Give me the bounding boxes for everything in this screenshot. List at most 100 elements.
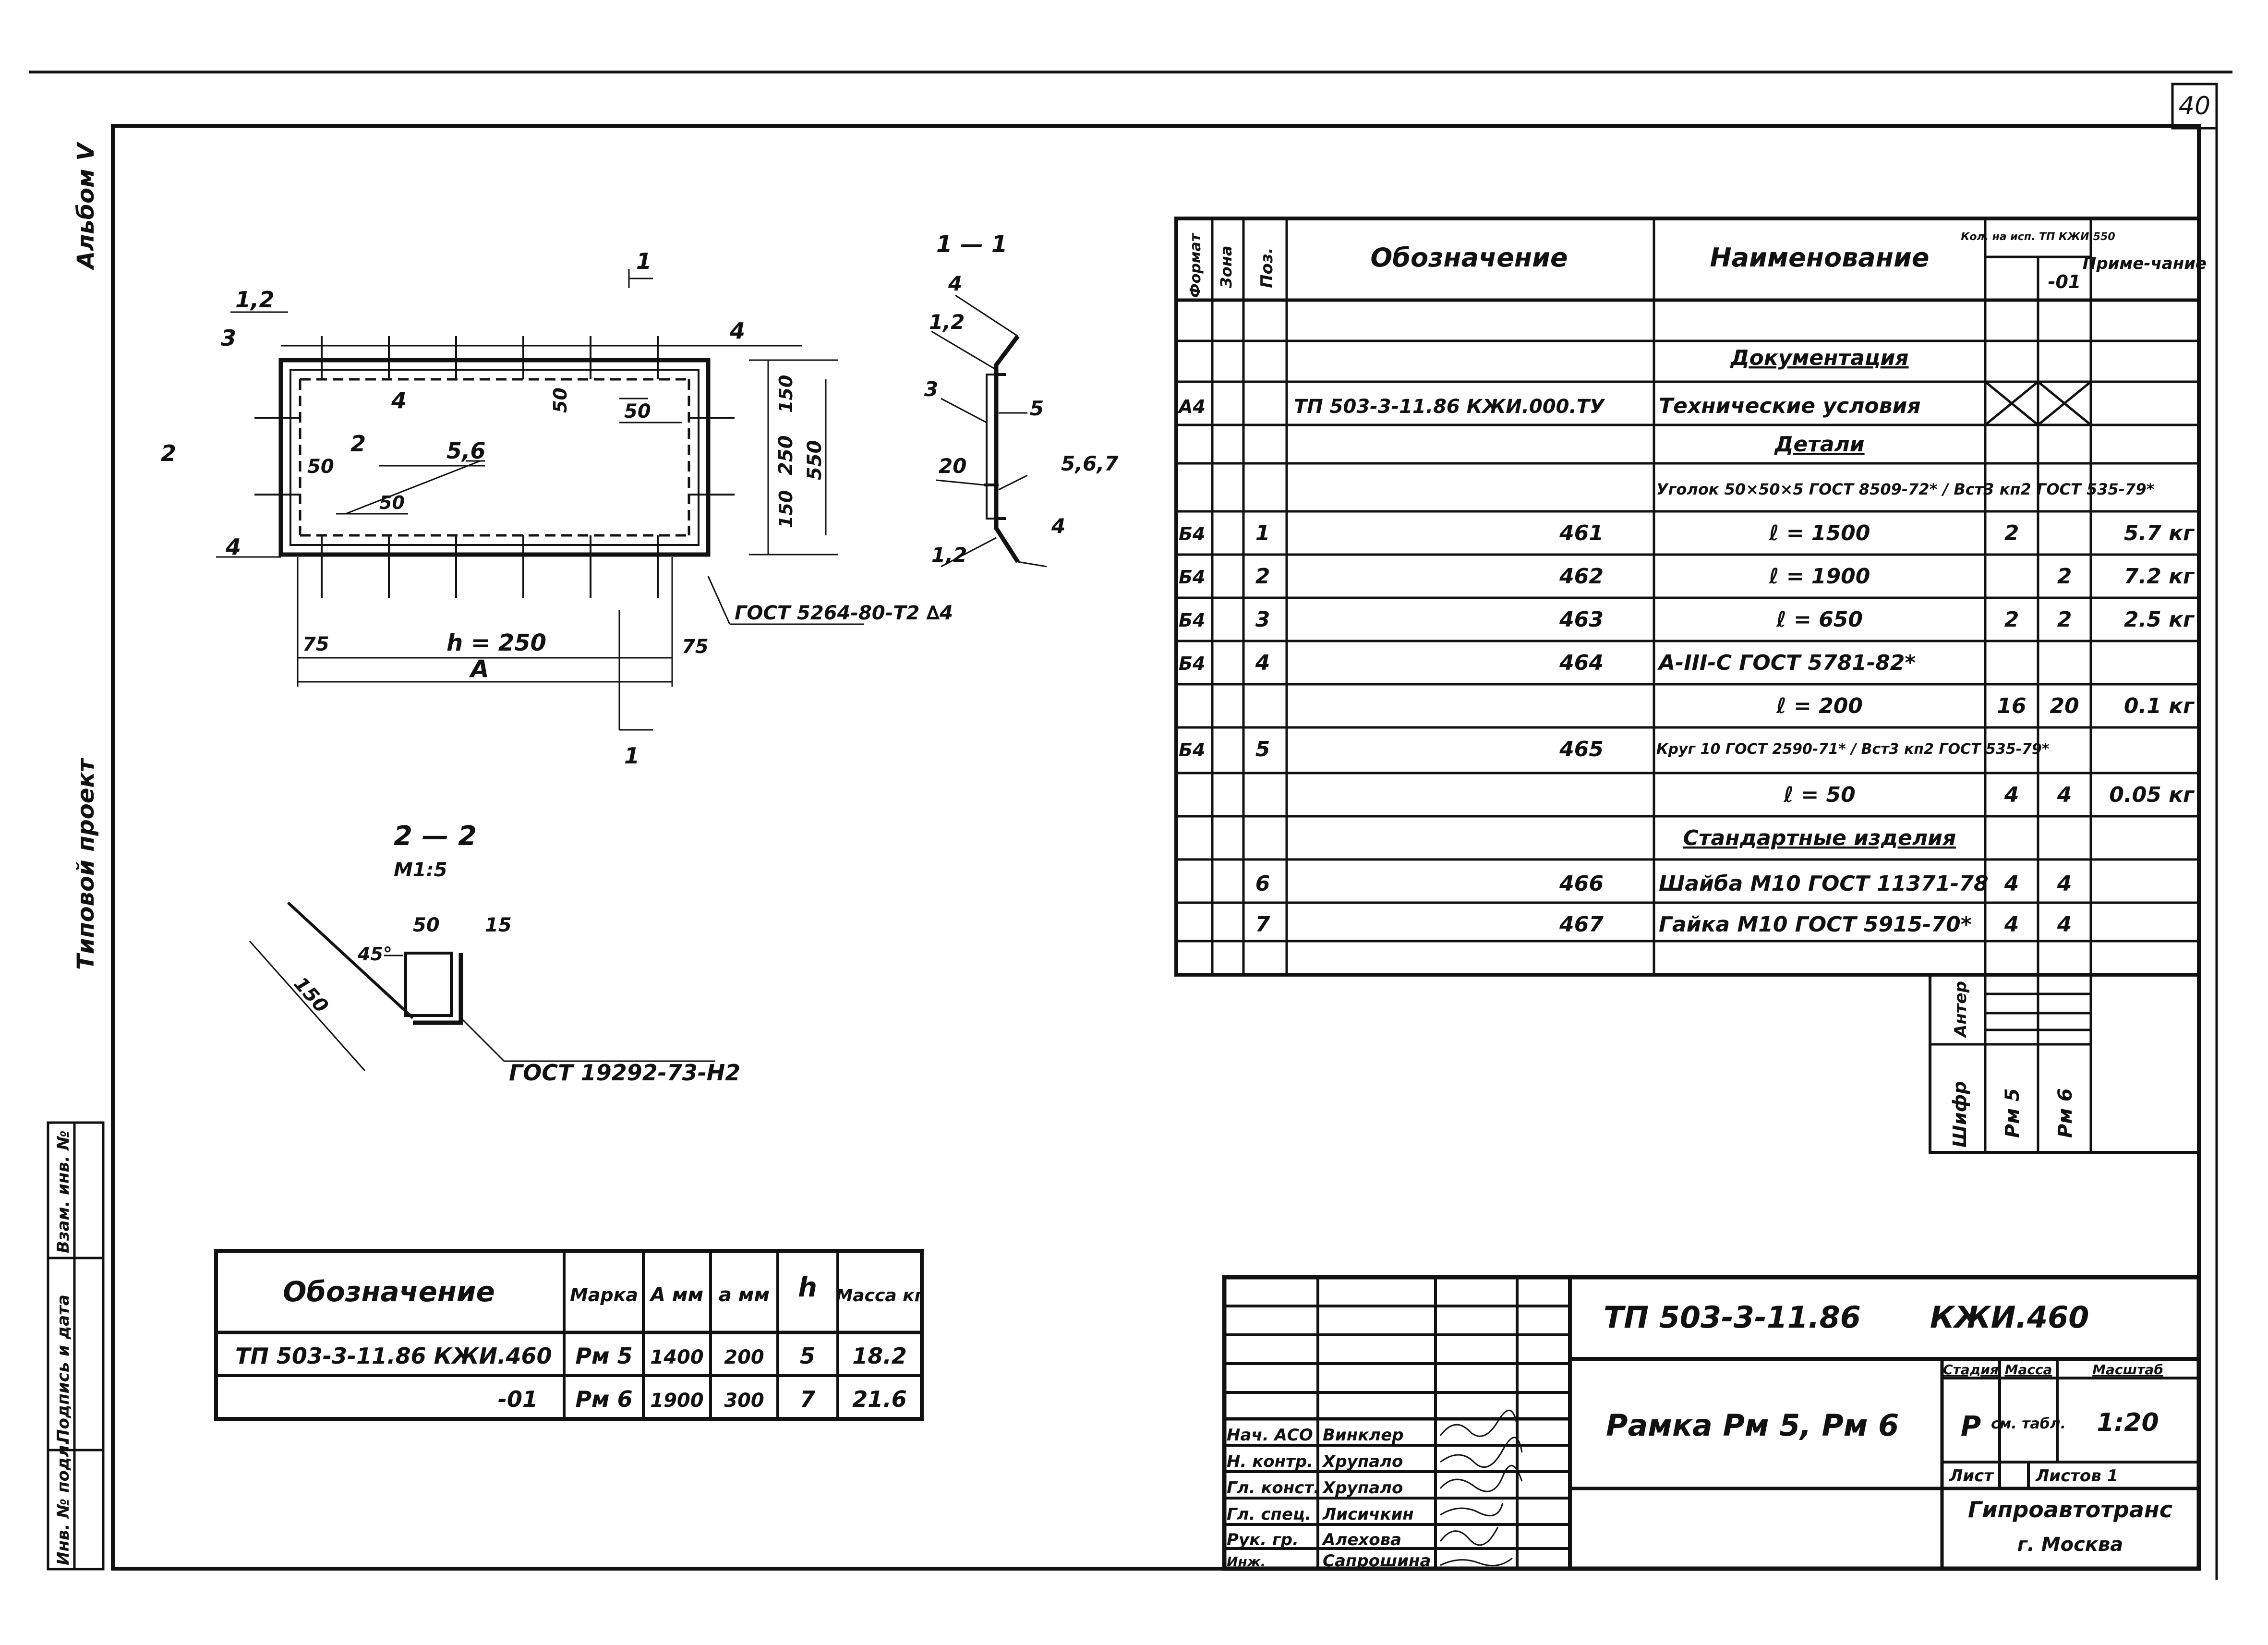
variants-row-A: 1900 (650, 1390, 703, 1412)
dim-150-top: 150 (775, 375, 796, 413)
label-pos-4-inner: 4 (391, 387, 407, 413)
label-pos-4-top: 4 (729, 318, 745, 344)
spec-row-name: Гайка М10 ГОСТ 5915-70* (1659, 912, 1972, 937)
main-view (216, 269, 864, 731)
tb-mass: см. табл. (1991, 1415, 2066, 1432)
tb-sheets: Листов 1 (2035, 1466, 2118, 1486)
variants-row-a: 300 (724, 1390, 764, 1412)
variants-table (214, 1249, 924, 1421)
spec-row-note: 0.05 кг (2109, 783, 2195, 807)
spec-row-name: А-III-С ГОСТ 5781-82* (1657, 651, 1916, 675)
variants-row-designation: ТП 503-3-11.86 КЖИ.460 (235, 1343, 552, 1369)
vzam-label: Взам. инв. № (54, 1130, 73, 1253)
tb-role: Инж. (1227, 1554, 1266, 1570)
tb-project-code: ТП 503-3-11.86 (1604, 1300, 1861, 1335)
spec-row-designation: 465 (1559, 737, 1604, 762)
dim-50-right: 50 (624, 400, 651, 423)
spec-header-qty-01: -01 (2048, 271, 2081, 292)
label-pos-5-6: 5,6 (446, 438, 486, 464)
variants-row-h: 7 (800, 1386, 815, 1412)
s11-label-1-2-bottom: 1,2 (931, 543, 967, 567)
weld-spec: ГОСТ 5264-80-Т2 ∆4 (735, 602, 953, 624)
tb-role: Н. контр. (1227, 1452, 1313, 1471)
spec-header-qty: Кол. на исп. ТП КЖИ.550 (1961, 231, 2115, 243)
tb-role: Нач. АСО (1227, 1426, 1313, 1445)
inv-label: Инв. № подл. (54, 1439, 73, 1565)
s11-label-20: 20 (939, 454, 966, 478)
spec-footer-shifr: Шифр (1949, 1081, 1970, 1148)
left-stamp (47, 1121, 105, 1571)
spec-row-q1: 4 (2004, 912, 2019, 937)
spec-row-q1: 2 (2004, 521, 2019, 545)
spec-row-q2: 4 (2057, 871, 2072, 896)
spec-row-format: Б4 (1179, 567, 1205, 588)
spec-row-q2: 4 (2057, 783, 2072, 807)
spec-row-note: 5.7 кг (2124, 521, 2195, 545)
spec-row-note: 7.2 кг (2124, 564, 2195, 589)
s11-label-4-bottom: 4 (1051, 514, 1065, 538)
spec-row-pos: 4 (1255, 651, 1270, 675)
section-mark-2-left: 2 (161, 440, 176, 466)
spec-footer-pm5: Рм 5 (2002, 1088, 2024, 1138)
tb-city: г. Москва (2017, 1534, 2123, 1556)
spec-row-pos: 6 (1255, 871, 1270, 896)
s22-dim-15: 15 (485, 914, 512, 936)
spec-row-note: 2.5 кг (2124, 607, 2195, 632)
section-2-2-scale: М1:5 (394, 859, 447, 881)
spec-row-name: Технические условия (1659, 394, 1921, 418)
tb-scale: 1:20 (2097, 1408, 2159, 1437)
dim-50-top: 50 (550, 387, 571, 413)
section-2-2-title: 2 — 2 (394, 821, 477, 852)
spec-row-q1: 2 (2004, 607, 2019, 632)
spec-row-q1: 16 (1997, 694, 2026, 718)
variants-row-a: 200 (724, 1346, 764, 1368)
spec-row-name: ℓ = 1500 (1769, 521, 1870, 545)
album-label: Альбом V (72, 141, 99, 271)
tb-person: Хрупало (1322, 1452, 1403, 1471)
spec-footer-pm6: Рм 6 (2054, 1088, 2076, 1138)
section-mark-1-bottom: 1 (624, 743, 639, 769)
variants-row-mark: Рм 5 (575, 1343, 632, 1369)
s22-dim-150: 150 (290, 973, 333, 1017)
dim-50-bottom: 50 (379, 492, 405, 513)
spec-row-designation: 464 (1559, 651, 1604, 675)
variants-row-mark: Рм 6 (575, 1386, 632, 1412)
spec-header-pos: Поз. (1257, 248, 1277, 289)
label-pos-3: 3 (221, 325, 236, 351)
project-type-label: Типовой проект (72, 757, 99, 970)
spec-row-format: Б4 (1179, 653, 1205, 674)
sheet-number-box (2171, 83, 2218, 130)
dim-75-left: 75 (302, 633, 329, 655)
tb-sheet: Лист (1949, 1466, 1994, 1486)
dim-250: 250 (775, 435, 797, 476)
spec-row-name: Уголок 50×50×5 ГОСТ 8509-72* / Вст3 кп2 … (1656, 480, 2155, 498)
tb-doc-code: КЖИ.460 (1930, 1300, 2089, 1335)
spec-row-designation: 463 (1559, 607, 1604, 632)
variants-row-designation: -01 (498, 1386, 538, 1412)
title-block (1222, 1275, 2201, 1571)
spec-row-name: ℓ = 650 (1776, 607, 1863, 632)
spec-row-q1: 4 (2004, 783, 2019, 807)
variants-header-mark: Марка (570, 1284, 638, 1306)
section-2-2 (249, 901, 715, 1071)
spec-header-designation: Обозначение (1370, 242, 1568, 273)
tb-stage-header: Стадия (1943, 1362, 1999, 1378)
spec-row-pos: 7 (1255, 912, 1270, 937)
spec-row-format: Б4 (1179, 523, 1205, 544)
spec-table (1174, 217, 2201, 1154)
s22-angle-45: 45° (357, 943, 392, 965)
tb-person: Лисичкин (1322, 1505, 1414, 1524)
spec-row-name: Шайба М10 ГОСТ 11371-78 (1659, 871, 1989, 896)
spec-header-name: Наименование (1710, 242, 1929, 273)
spec-row-q2: 2 (2057, 564, 2072, 589)
section-mark-2-inner: 2 (350, 431, 366, 457)
spec-header-note: Приме-чание (2083, 254, 2207, 273)
variants-header-a: а мм (719, 1284, 770, 1306)
s11-label-1-2-top: 1,2 (929, 310, 965, 334)
tb-scale-header: Масштаб (2092, 1362, 2163, 1378)
spec-row-format: А4 (1177, 396, 1206, 417)
spec-row-name: Стандартные изделия (1683, 826, 1956, 850)
section-1-1-title: 1 — 1 (936, 231, 1007, 258)
spec-header-format: Формат (1187, 232, 1204, 298)
